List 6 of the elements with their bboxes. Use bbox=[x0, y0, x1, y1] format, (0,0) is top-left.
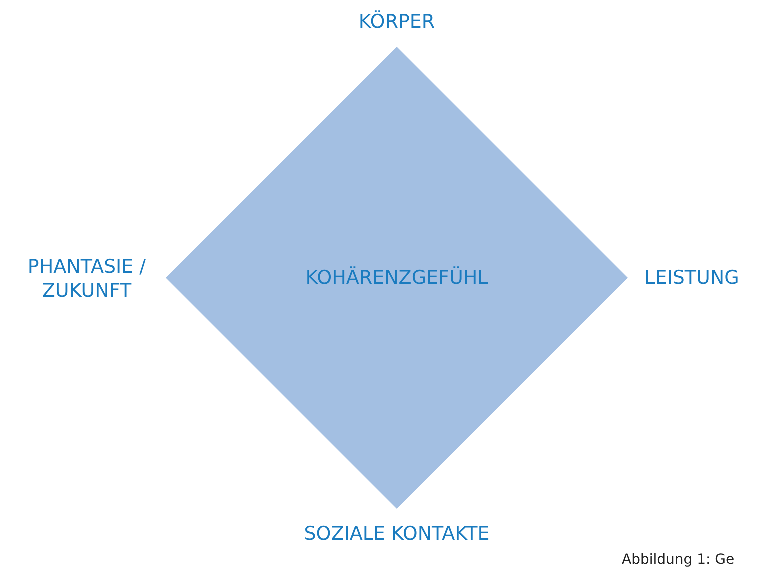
corner-label: KÖRPER bbox=[358, 10, 436, 34]
corner-label: PHANTASIE / ZUKUNFT bbox=[26, 255, 148, 303]
corner-label: SOZIALE KONTAKTE bbox=[303, 522, 491, 546]
center-label: KOHÄRENZGEFÜHL bbox=[304, 266, 490, 290]
corner-label: LEISTUNG bbox=[644, 266, 740, 290]
figure-caption: Abbildung 1: Ge bbox=[622, 552, 735, 568]
